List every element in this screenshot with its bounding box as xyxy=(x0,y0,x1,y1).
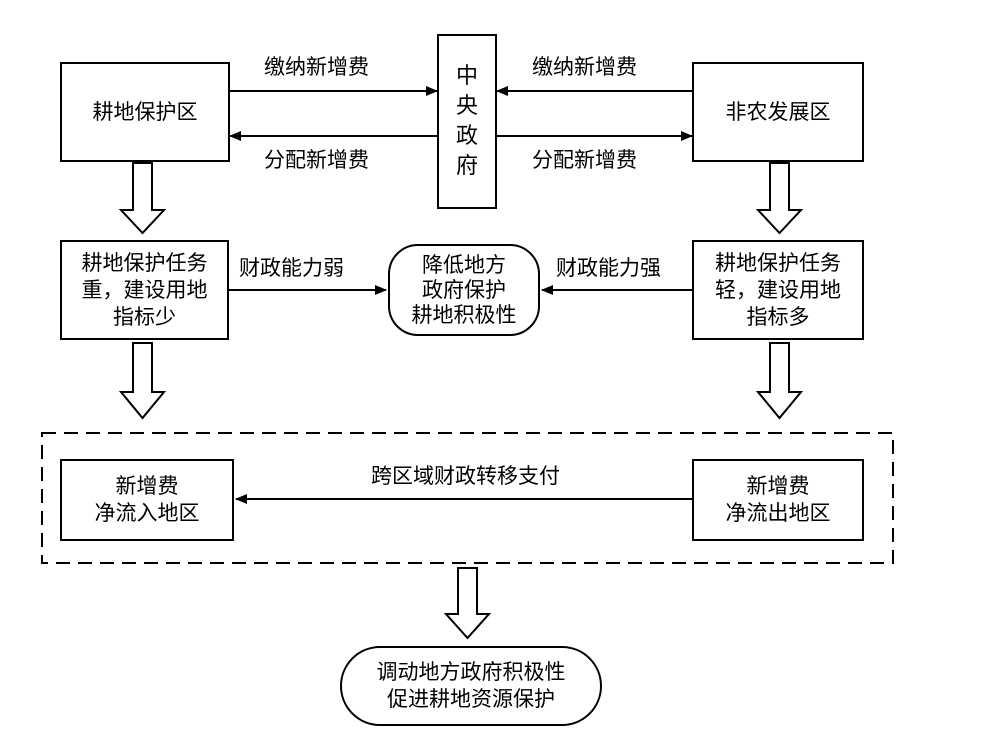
label-weak-fiscal: 财政能力弱 xyxy=(239,256,344,280)
left-task-box: 耕地保护任务 重，建设用地 指标少 xyxy=(60,240,229,340)
hollow-arrow-left-1 xyxy=(118,162,167,235)
hollow-arrow-left-2 xyxy=(118,342,167,420)
center-effect-box: 降低地方 政府保护 耕地积极性 xyxy=(388,244,540,336)
net-inflow-box: 新增费 净流入地区 xyxy=(60,459,234,541)
center-effect-label: 降低地方 政府保护 耕地积极性 xyxy=(411,252,517,327)
central-government: 中 央 政 府 xyxy=(437,34,497,209)
net-outflow-box: 新增费 净流出地区 xyxy=(692,459,864,541)
outcome-label: 调动地方政府积极性 促进耕地资源保护 xyxy=(376,660,566,711)
non-agricultural-zone: 非农发展区 xyxy=(692,62,864,162)
hollow-arrow-right-2 xyxy=(755,342,804,420)
right-task-box: 耕地保护任务 轻，建设用地 指标多 xyxy=(692,240,864,340)
non-agricultural-zone-label: 非农发展区 xyxy=(725,99,831,124)
hollow-arrow-right-1 xyxy=(755,162,804,235)
net-inflow-label: 新增费 净流入地区 xyxy=(94,474,200,525)
label-alloc-left: 分配新增费 xyxy=(264,148,369,172)
hollow-arrow-bottom xyxy=(443,567,492,640)
label-transfer: 跨区域财政转移支付 xyxy=(371,464,560,488)
dashed-region xyxy=(41,432,894,564)
net-outflow-label: 新增费 净流出地区 xyxy=(725,474,831,525)
label-pay-right: 缴纳新增费 xyxy=(532,55,637,79)
central-government-label: 中 央 政 府 xyxy=(455,63,478,179)
label-alloc-right: 分配新增费 xyxy=(532,148,637,172)
farmland-protection-zone-label: 耕地保护区 xyxy=(92,99,198,124)
outcome-box: 调动地方政府积极性 促进耕地资源保护 xyxy=(340,646,602,726)
label-pay-left: 缴纳新增费 xyxy=(264,55,369,79)
left-task-label: 耕地保护任务 重，建设用地 指标少 xyxy=(81,250,208,329)
farmland-protection-zone: 耕地保护区 xyxy=(60,62,230,162)
right-task-label: 耕地保护任务 轻，建设用地 指标多 xyxy=(715,250,841,329)
label-strong-fiscal: 财政能力强 xyxy=(556,256,661,280)
